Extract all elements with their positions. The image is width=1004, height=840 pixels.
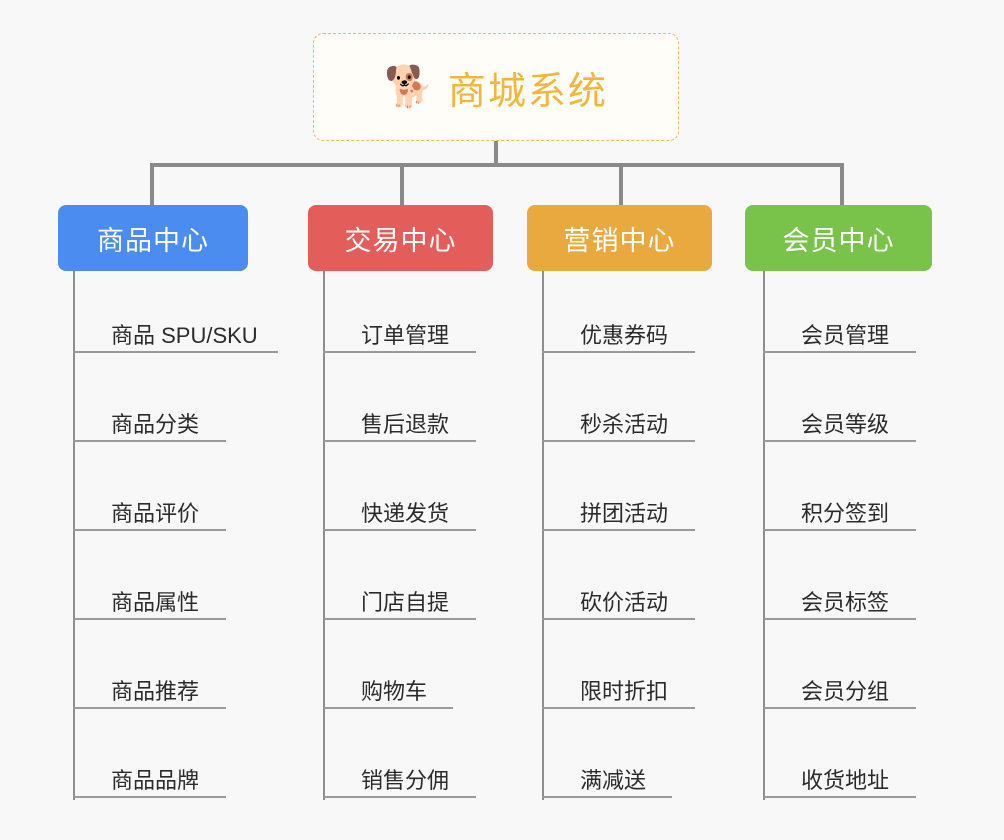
leaf-item-label: 会员标签 <box>801 590 890 615</box>
leaf-item-underline <box>542 618 695 620</box>
category-header-member-center[interactable]: 会员中心 <box>745 205 932 271</box>
leaf-item-label: 商品品牌 <box>111 768 200 793</box>
leaf-item-underline <box>763 618 916 620</box>
leaf-item-underline <box>763 707 916 709</box>
leaf-item-underline <box>542 796 672 798</box>
leaf-item-label: 售后退款 <box>361 412 450 437</box>
leaf-item-label: 优惠券码 <box>580 323 669 348</box>
trunk-line-product-center <box>73 271 75 800</box>
leaf-item-label: 商品推荐 <box>111 679 200 704</box>
leaf-item-label: 会员分组 <box>801 679 890 704</box>
category-header-marketing-center[interactable]: 营销中心 <box>527 205 712 271</box>
leaf-item-label: 满减送 <box>580 768 647 793</box>
leaf-item-label: 商品评价 <box>111 501 200 526</box>
leaf-item-underline <box>73 707 226 709</box>
connector-drop-trade-center <box>400 163 404 205</box>
root-node[interactable]: 🐕 商城系统 <box>313 33 679 141</box>
leaf-item-underline <box>542 440 695 442</box>
leaf-item-label: 销售分佣 <box>361 768 450 793</box>
leaf-item-underline <box>73 529 226 531</box>
leaf-item-label: 商品 SPU/SKU <box>111 323 258 348</box>
root-title: 商城系统 <box>447 70 608 113</box>
leaf-item-underline <box>323 707 453 709</box>
leaf-item-underline <box>763 796 916 798</box>
connector-drop-product-center <box>150 163 154 205</box>
leaf-item-label: 快递发货 <box>361 501 450 526</box>
leaf-item-underline <box>323 796 476 798</box>
leaf-item-label: 砍价活动 <box>580 590 669 615</box>
leaf-item-label: 积分签到 <box>801 501 890 526</box>
leaf-item-label: 秒杀活动 <box>580 412 669 437</box>
leaf-item-label: 订单管理 <box>361 323 450 348</box>
leaf-item-underline <box>763 351 916 353</box>
leaf-item-underline <box>323 351 476 353</box>
leaf-item-label: 商品分类 <box>111 412 200 437</box>
leaf-item-label: 限时折扣 <box>580 679 669 704</box>
trunk-line-trade-center <box>323 271 325 800</box>
leaf-item-underline <box>73 796 226 798</box>
leaf-item-underline <box>542 351 695 353</box>
leaf-item-underline <box>763 440 916 442</box>
leaf-item-label: 商品属性 <box>111 590 200 615</box>
leaf-item-underline <box>73 351 278 353</box>
leaf-item-label: 购物车 <box>361 679 428 704</box>
category-header-product-center[interactable]: 商品中心 <box>58 205 248 271</box>
leaf-item-label: 门店自提 <box>361 590 450 615</box>
leaf-item-underline <box>763 529 916 531</box>
leaf-item-underline <box>323 440 476 442</box>
leaf-item-underline <box>73 618 226 620</box>
leaf-item-underline <box>323 529 476 531</box>
leaf-item-underline <box>542 707 695 709</box>
trunk-line-member-center <box>763 271 765 800</box>
leaf-item-underline <box>73 440 226 442</box>
leaf-item-underline <box>323 618 476 620</box>
root-stem <box>494 141 498 167</box>
connector-bus <box>150 163 844 167</box>
leaf-item-label: 收货地址 <box>801 768 890 793</box>
category-header-trade-center[interactable]: 交易中心 <box>308 205 493 271</box>
leaf-item-label: 拼团活动 <box>580 501 669 526</box>
leaf-item-label: 会员等级 <box>801 412 890 437</box>
leaf-item-underline <box>542 529 695 531</box>
shiba-dog-face-icon: 🐕 <box>384 65 434 109</box>
connector-drop-marketing-center <box>619 163 623 205</box>
leaf-item-label: 会员管理 <box>801 323 890 348</box>
trunk-line-marketing-center <box>542 271 544 800</box>
connector-drop-member-center <box>840 163 844 205</box>
